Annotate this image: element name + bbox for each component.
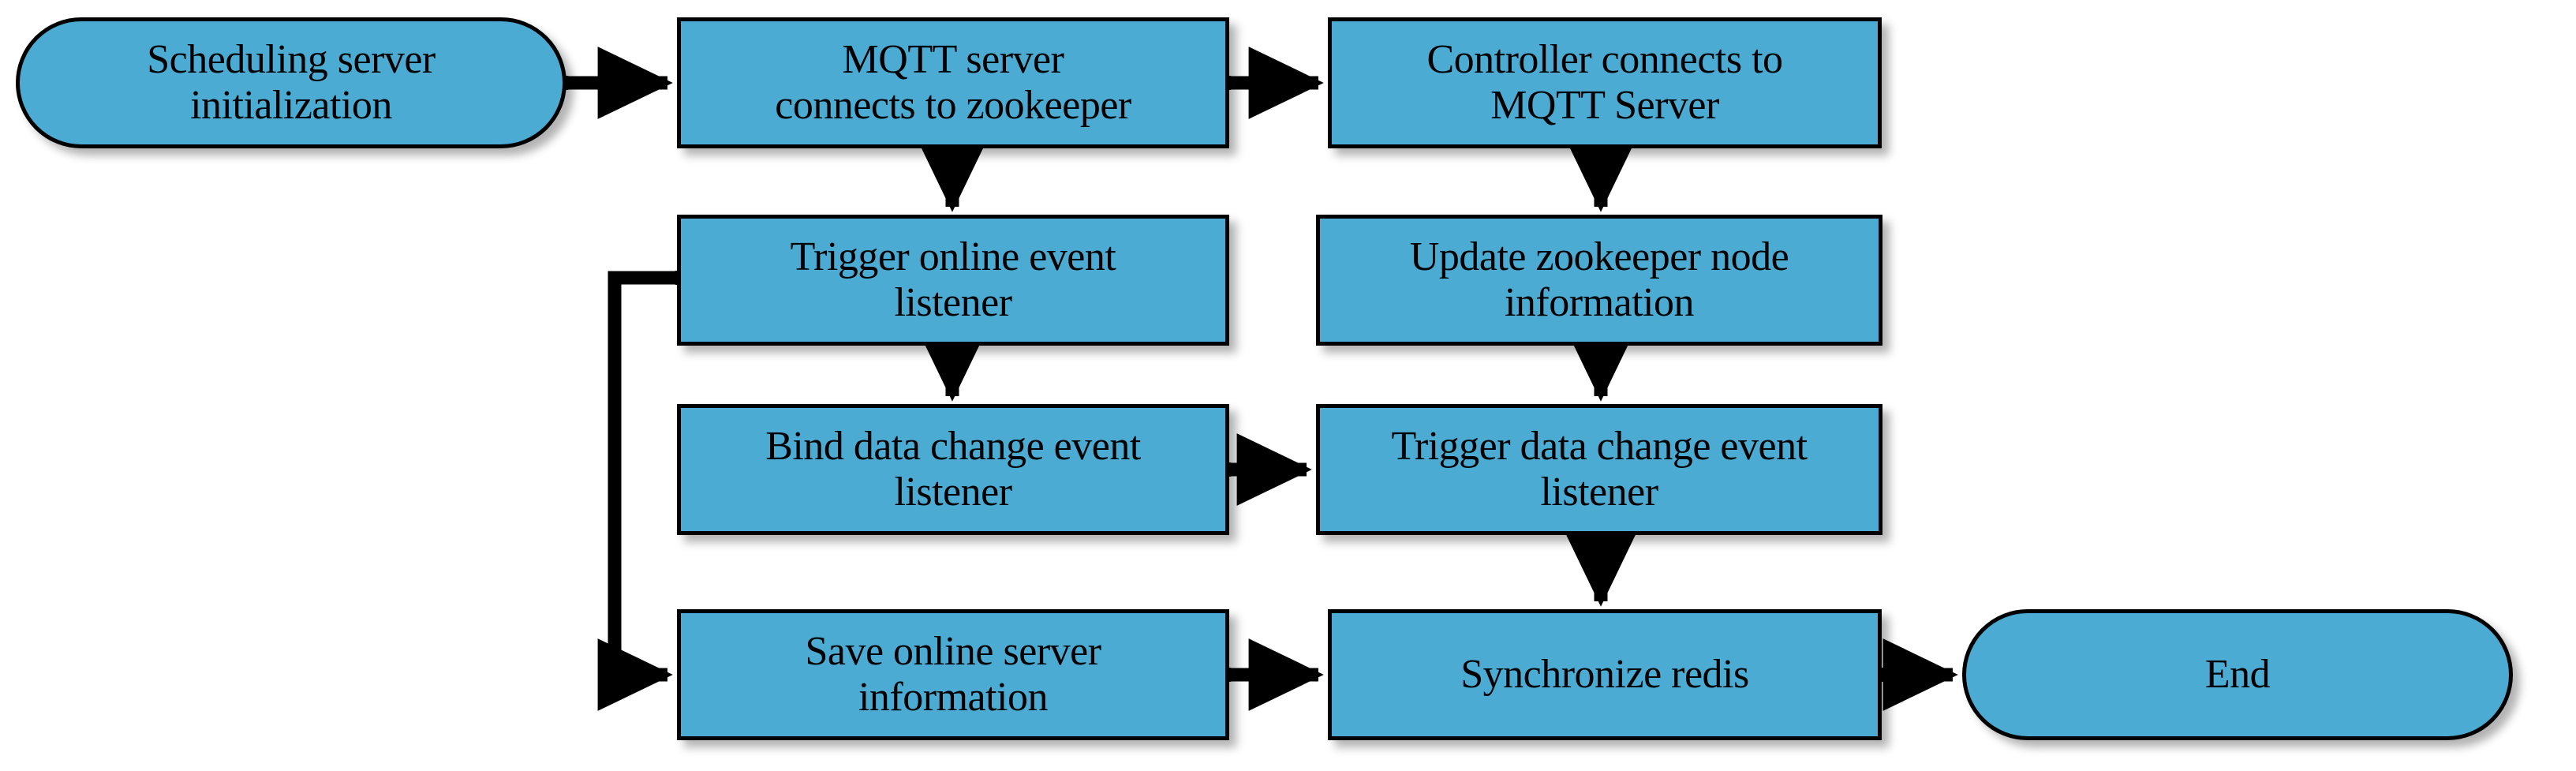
node-label: Synchronize redis [1460,651,1749,697]
edge-trigger-data-change-to-synchronize-redis [1565,528,1637,607]
node-save-online-server-information[interactable]: Save online server information [677,609,1229,740]
edge-controller-mqtt-to-update-zookeeper [1565,137,1637,212]
node-update-zookeeper-node-information[interactable]: Update zookeeper node information [1316,215,1882,346]
node-trigger-data-change-event-listener[interactable]: Trigger data change event listener [1316,404,1882,535]
node-scheduling-server-initialization[interactable]: Scheduling server initialization [16,17,566,148]
node-label: Bind data change event listener [765,423,1141,515]
edge-synchronize-redis-to-end [1875,638,1958,711]
node-label: End [2204,651,2271,697]
node-label: Controller connects to MQTT Server [1426,36,1783,128]
edge-trigger-online-to-save-online [597,271,684,711]
edge-trigger-online-to-bind-data-change [916,326,989,402]
node-trigger-online-event-listener[interactable]: Trigger online event listener [677,215,1229,346]
edge-mqtt-zookeeper-to-trigger-online [916,137,989,212]
node-label: Scheduling server initialization [147,36,436,128]
node-synchronize-redis[interactable]: Synchronize redis [1328,609,1882,740]
edge-update-zookeeper-to-trigger-data-change [1565,326,1637,402]
node-label: Trigger online event listener [790,234,1116,325]
node-mqtt-server-connects-to-zookeeper[interactable]: MQTT server connects to zookeeper [677,17,1229,148]
node-label: MQTT server connects to zookeeper [775,36,1131,128]
node-controller-connects-to-mqtt-server[interactable]: Controller connects to MQTT Server [1328,17,1882,148]
node-end[interactable]: End [1962,609,2513,740]
node-bind-data-change-event-listener[interactable]: Bind data change event listener [677,404,1229,535]
edge-mqtt-zookeeper-to-controller-mqtt [1222,47,1324,119]
edge-bind-data-change-to-trigger-data-change [1222,433,1312,506]
node-label: Trigger data change event listener [1391,423,1808,515]
node-label: Update zookeeper node information [1409,234,1789,325]
edge-start-to-mqtt-zookeeper [559,47,673,119]
node-label: Save online server information [805,628,1101,720]
edge-save-online-to-synchronize-redis [1222,638,1324,711]
